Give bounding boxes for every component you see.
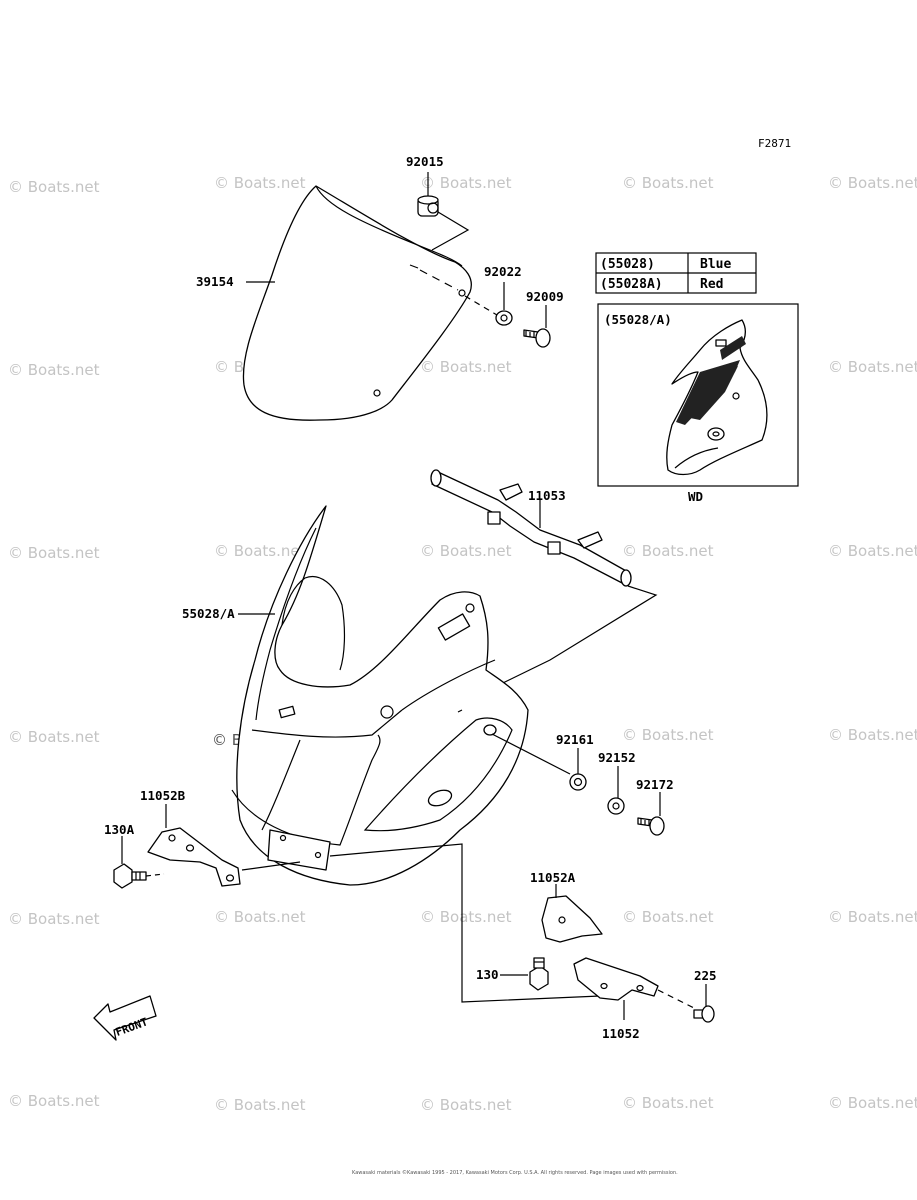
- watermark: © Boats.net: [8, 1092, 100, 1110]
- nut-92161: [491, 733, 587, 791]
- watermark: © Boats.net: [214, 542, 306, 560]
- label-39154: 39154: [196, 274, 234, 289]
- watermark: © Boats.net: [828, 358, 917, 376]
- label-92009: 92009: [526, 289, 564, 304]
- watermark: © Boats.net: [8, 728, 100, 746]
- watermark: © Boats.net: [8, 178, 100, 196]
- label-92172: 92172: [636, 777, 674, 792]
- watermark: © Boats.net: [828, 542, 917, 560]
- watermark: © Boats.net: [622, 1094, 714, 1112]
- label-92015: 92015: [406, 154, 444, 169]
- watermark: © Boats.net: [8, 361, 100, 379]
- label-92161: 92161: [556, 732, 594, 747]
- inset-title: (55028/A): [604, 312, 672, 327]
- bracket-11052B: [147, 804, 601, 1003]
- watermark: © Boats.net: [420, 174, 512, 192]
- copyright: Kawasaki materials ©Kawasaki 1995 - 2017…: [352, 1169, 678, 1176]
- watermark: © Boats.net: [420, 1096, 512, 1114]
- bracket-11052A: [541, 884, 603, 943]
- watermark: © Boats.net: [420, 908, 512, 926]
- color-table: (55028) Blue (55028A) Red: [595, 252, 757, 294]
- label-225: 225: [694, 968, 717, 983]
- label-130: 130: [476, 967, 499, 982]
- watermark: © Boats.net: [828, 1094, 917, 1112]
- front-arrow: FRONT: [93, 995, 157, 1041]
- grommet-92015: [417, 172, 470, 251]
- color-table-color-0: Blue: [700, 257, 731, 272]
- watermark: © Boats.net: [420, 358, 512, 376]
- screw-92172: [637, 792, 665, 836]
- inset-decal-box: (55028/A): [597, 303, 799, 487]
- label-11053: 11053: [528, 488, 566, 503]
- color-table-code-1: (55028A): [600, 277, 663, 292]
- figure-code: F2871: [758, 137, 791, 150]
- watermark: © Boats.net: [828, 174, 917, 192]
- label-11052: 11052: [602, 1026, 640, 1041]
- watermark: © Boats.net: [622, 908, 714, 926]
- watermark: © Boats.net: [828, 726, 917, 744]
- windshield-39154: [242, 185, 472, 421]
- label-55028A: 55028/A: [182, 606, 235, 621]
- watermark: © Boats.net: [214, 908, 306, 926]
- washer-92152: [607, 766, 625, 815]
- bolt-130: [500, 957, 549, 991]
- watermark: © Boats.net: [622, 726, 714, 744]
- bolt-130A: [113, 836, 165, 889]
- watermark: © Boats.net: [8, 910, 100, 928]
- color-table-color-1: Red: [700, 277, 723, 292]
- washer-92022: [464, 282, 513, 326]
- cowl-55028A: [231, 505, 529, 886]
- watermark: © Boats.net: [214, 1096, 306, 1114]
- bracket-11052: [573, 957, 695, 1020]
- watermark: © Boats.net: [622, 174, 714, 192]
- watermark: © Boats.net: [828, 908, 917, 926]
- label-92022: 92022: [484, 264, 522, 279]
- watermark: © Boats.net: [214, 174, 306, 192]
- label-11052B: 11052B: [140, 788, 186, 803]
- watermark: © Boats.net: [8, 544, 100, 562]
- bolt-225: [693, 984, 715, 1023]
- inset-caption: WD: [688, 489, 703, 504]
- color-table-code-0: (55028): [600, 257, 655, 272]
- watermark: © Boats.net: [420, 542, 512, 560]
- label-92152: 92152: [598, 750, 636, 765]
- screw-92009: [523, 305, 551, 348]
- label-11052A: 11052A: [530, 870, 576, 885]
- label-130A: 130A: [104, 822, 135, 837]
- watermark: © Boats.net: [622, 542, 714, 560]
